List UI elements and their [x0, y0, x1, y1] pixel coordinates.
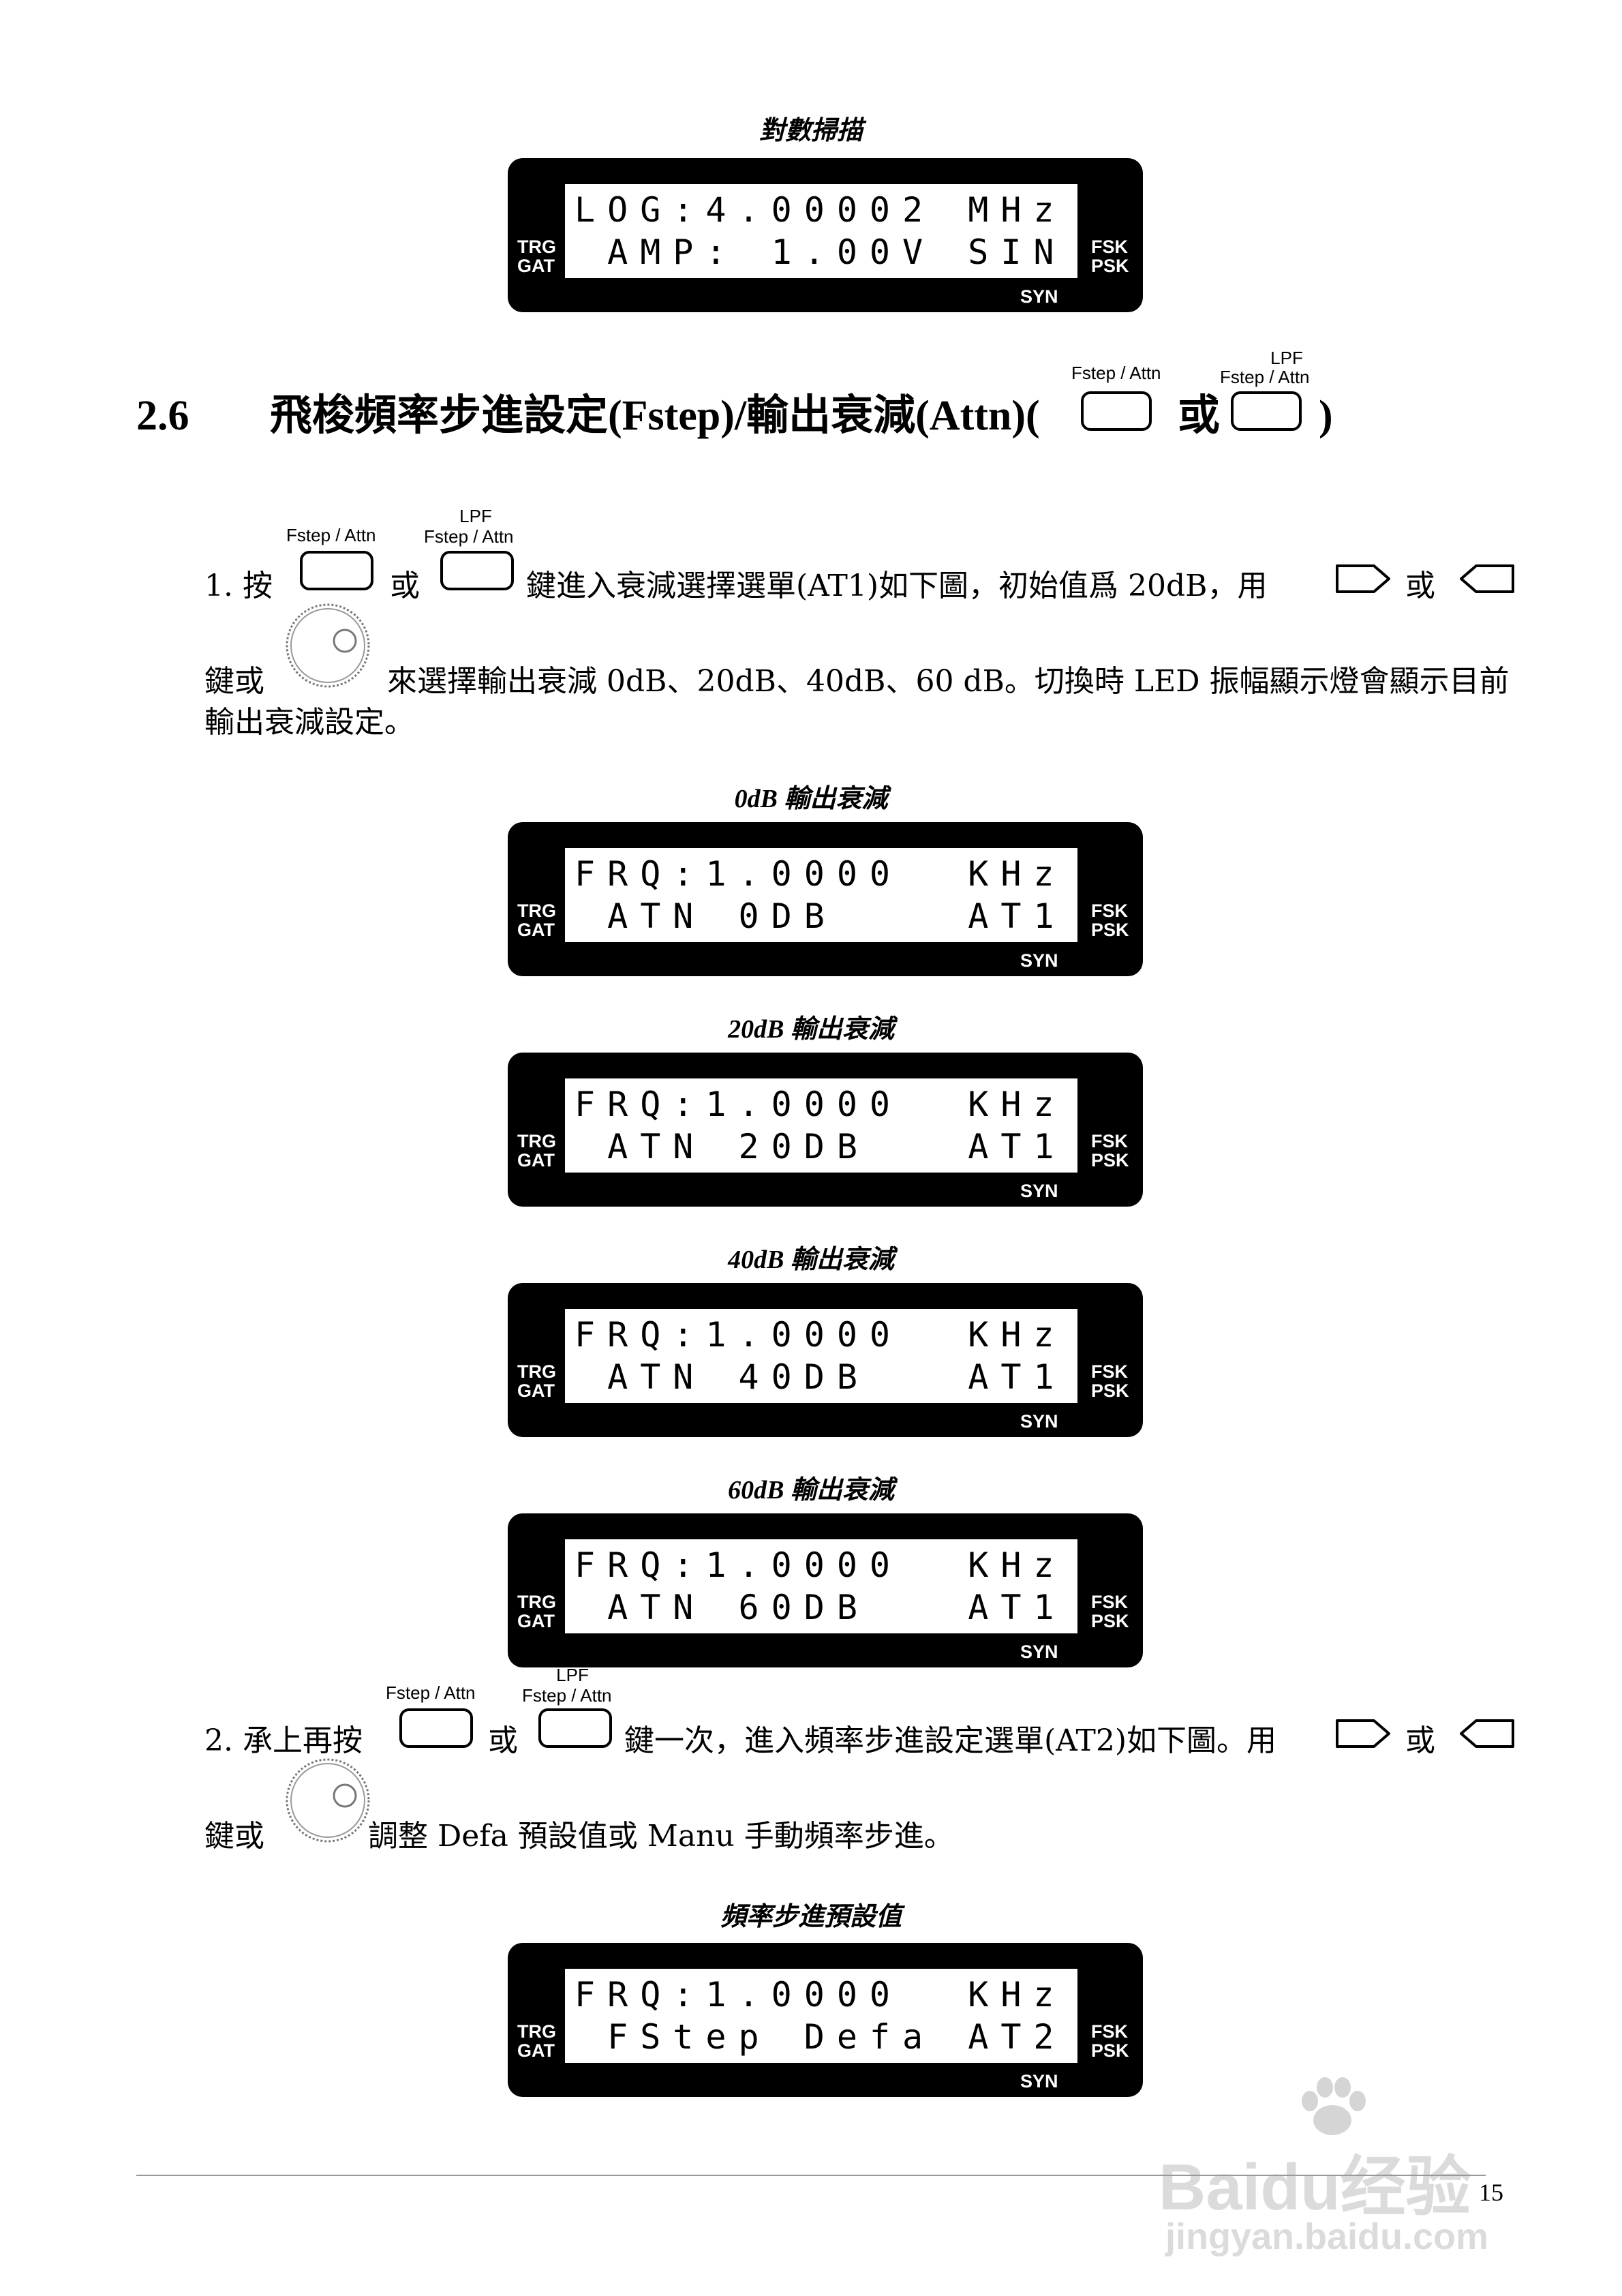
lcd-label-trg-gat: TRG GAT	[517, 2021, 556, 2061]
lcd-display-40db: FRQ:1.0000 KHz ATN 40DB AT1 TRG GAT FSK …	[508, 1283, 1143, 1437]
key-label-lpf-fstep-attn: Fstep / Attn	[1220, 367, 1310, 387]
lcd-screen: LOG:4.00002 MHz AMP: 1.00V SIN	[565, 184, 1077, 278]
section-number: 2.6	[136, 393, 189, 439]
paw-logo-icon	[1302, 2077, 1366, 2135]
caption-20db: 20dB 輸出衰減	[728, 1015, 894, 1044]
left-arrow-key-icon	[1460, 1719, 1514, 1748]
caption-log-sweep: 對數掃描	[759, 117, 863, 145]
lcd-label-fsk-psk: FSK PSK	[1091, 237, 1129, 276]
step1-text: 鍵進入衰減選擇選單(AT1)如下圖，初始值爲 20dB，用	[526, 569, 1268, 603]
key-label-lpf: LPF	[556, 1665, 589, 1685]
lcd-screen: FRQ:1.0000 KHz ATN 60DB AT1	[565, 1539, 1077, 1633]
lcd-label-fsk-psk: FSK PSK	[1091, 901, 1129, 940]
caption-40db: 40dB 輸出衰減	[728, 1245, 894, 1274]
lcd-row-2: AMP: 1.00V SIN	[575, 232, 1067, 272]
lcd-label-syn: SYN	[1020, 286, 1058, 307]
lcd-label-trg-gat: TRG GAT	[517, 1131, 556, 1170]
section-title-suffix: )	[1319, 393, 1333, 439]
lcd-row-1: LOG:4.00002 MHz	[575, 190, 1067, 230]
fstep-attn-key-icon	[1081, 391, 1152, 431]
right-arrow-key-icon	[1336, 564, 1390, 593]
step2-line2-prefix: 鍵或	[204, 1819, 264, 1854]
lcd-display-20db: FRQ:1.0000 KHz ATN 20DB AT1 TRG GAT FSK …	[508, 1053, 1143, 1207]
left-arrow-key-icon	[1460, 564, 1514, 593]
lcd-label-fsk-psk: FSK PSK	[1091, 1131, 1129, 1170]
lcd-screen: FRQ:1.0000 KHz FStep Defa AT2	[565, 1969, 1077, 2063]
step1-number: 1. 按	[204, 569, 273, 603]
lcd-row-2: FStep Defa AT2	[575, 2017, 1067, 2057]
footer-rule	[136, 2175, 1486, 2176]
lpf-fstep-attn-key-icon	[440, 551, 514, 590]
section-title-or: 或	[1178, 393, 1221, 439]
lpf-fstep-attn-key-icon	[1231, 391, 1302, 431]
lcd-label-syn: SYN	[1020, 1181, 1058, 1201]
lcd-display-log: LOG:4.00002 MHz AMP: 1.00V SIN TRG GAT F…	[508, 158, 1143, 312]
watermark-url: jingyan.baidu.com	[1165, 2216, 1489, 2257]
lcd-label-syn: SYN	[1020, 1642, 1058, 1662]
lcd-label-fsk-psk: FSK PSK	[1091, 2021, 1129, 2061]
key-label-fstep-attn: Fstep / Attn	[1071, 363, 1161, 383]
section-title: 飛梭頻率步進設定(Fstep)/輸出衰減(Attn)(	[270, 393, 1040, 439]
step2-text: 鍵一次，進入頻率步進設定選單(AT2)如下圖。用	[624, 1723, 1277, 1758]
lpf-fstep-attn-key-icon	[538, 1708, 612, 1748]
caption-fstep-default: 頻率步進預設值	[720, 1903, 902, 1931]
key-label-fstep-attn: Fstep / Attn	[286, 525, 376, 545]
rotary-knob-icon	[286, 603, 370, 688]
lcd-screen: FRQ:1.0000 KHz ATN 0DB AT1	[565, 848, 1077, 942]
lcd-display-60db: FRQ:1.0000 KHz ATN 60DB AT1 TRG GAT FSK …	[508, 1513, 1143, 1667]
lcd-label-trg-gat: TRG GAT	[517, 237, 556, 276]
right-arrow-key-icon	[1336, 1719, 1390, 1748]
step2-or-2: 或	[1405, 1723, 1435, 1758]
key-label-lpf-fstep-attn: Fstep / Attn	[424, 526, 514, 547]
lcd-label-trg-gat: TRG GAT	[517, 901, 556, 940]
lcd-row-2: ATN 60DB AT1	[575, 1588, 1067, 1627]
step2-line2-text: 調整 Defa 預設值或 Manu 手動頻率步進。	[368, 1819, 954, 1854]
lcd-row-1: FRQ:1.0000 KHz	[575, 1975, 1067, 2014]
lcd-label-syn: SYN	[1020, 2071, 1058, 2091]
lcd-label-syn: SYN	[1020, 950, 1058, 971]
key-label-lpf: LPF	[1270, 348, 1303, 368]
fstep-attn-key-icon	[300, 551, 373, 590]
lcd-label-trg-gat: TRG GAT	[517, 1361, 556, 1401]
step1-or-2: 或	[1405, 569, 1435, 603]
lcd-label-trg-gat: TRG GAT	[517, 1592, 556, 1631]
lcd-label-syn: SYN	[1020, 1411, 1058, 1432]
key-label-lpf: LPF	[459, 506, 492, 526]
lcd-row-1: FRQ:1.0000 KHz	[575, 854, 1067, 894]
rotary-knob-icon	[286, 1758, 370, 1843]
key-label-fstep-attn: Fstep / Attn	[386, 1682, 476, 1703]
step1-or: 或	[390, 569, 420, 603]
lcd-label-fsk-psk: FSK PSK	[1091, 1361, 1129, 1401]
caption-0db: 0dB 輸出衰減	[734, 785, 888, 813]
step1-line2-text: 來選擇輸出衰減 0dB、20dB、40dB、60 dB。切換時 LED 振幅顯示…	[387, 664, 1510, 699]
page-number: 15	[1479, 2179, 1503, 2206]
fstep-attn-key-icon	[399, 1708, 473, 1748]
step1-line2-prefix: 鍵或	[204, 664, 264, 699]
lcd-row-1: FRQ:1.0000 KHz	[575, 1085, 1067, 1124]
lcd-row-2: ATN 20DB AT1	[575, 1127, 1067, 1166]
key-label-lpf-fstep-attn: Fstep / Attn	[522, 1685, 612, 1706]
lcd-row-1: FRQ:1.0000 KHz	[575, 1545, 1067, 1585]
lcd-display-0db: FRQ:1.0000 KHz ATN 0DB AT1 TRG GAT FSK P…	[508, 822, 1143, 976]
caption-60db: 60dB 輸出衰減	[728, 1476, 894, 1505]
step2-or: 或	[488, 1723, 518, 1758]
lcd-row-1: FRQ:1.0000 KHz	[575, 1315, 1067, 1355]
watermark-brand: Baidu经验	[1159, 2151, 1471, 2224]
lcd-display-fstep: FRQ:1.0000 KHz FStep Defa AT2 TRG GAT FS…	[508, 1943, 1143, 2097]
lcd-screen: FRQ:1.0000 KHz ATN 20DB AT1	[565, 1078, 1077, 1173]
step1-line3: 輸出衰減設定。	[204, 705, 414, 740]
baidu-watermark: Baidu经验 jingyan.baidu.com	[1159, 2072, 1540, 2277]
lcd-row-2: ATN 0DB AT1	[575, 896, 1067, 936]
lcd-screen: FRQ:1.0000 KHz ATN 40DB AT1	[565, 1309, 1077, 1403]
lcd-label-fsk-psk: FSK PSK	[1091, 1592, 1129, 1631]
lcd-row-2: ATN 40DB AT1	[575, 1357, 1067, 1397]
step2-number: 2. 承上再按	[204, 1723, 363, 1758]
